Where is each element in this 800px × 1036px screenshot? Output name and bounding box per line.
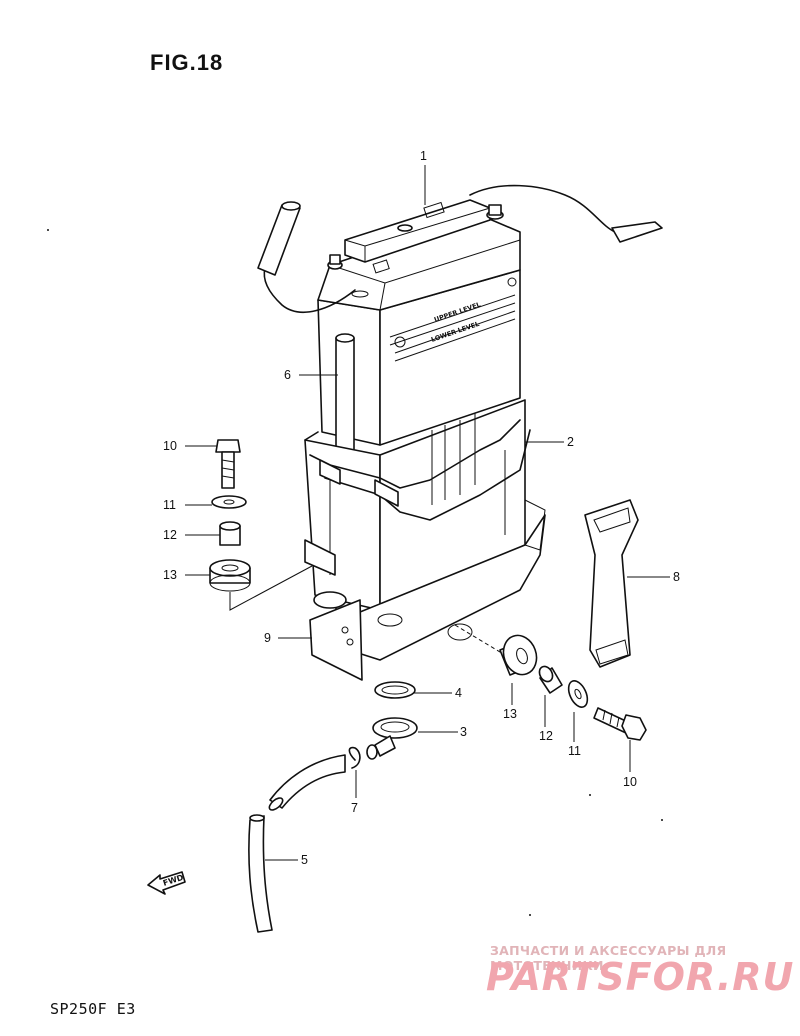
callout-10-right: 10 [623,775,637,789]
callout-8: 8 [673,570,680,584]
battery: UPPER LEVEL LOWER LEVEL [257,184,663,446]
washer-left [211,495,247,509]
callout-6: 6 [284,368,291,382]
callout-5: 5 [301,853,308,867]
callout-1: 1 [420,149,427,163]
callout-10-left: 10 [163,439,177,453]
leader-lines [185,165,670,861]
grommet-left [209,559,251,592]
watermark-logo: PARTSFOR.RU [486,955,795,999]
clamp [374,681,416,699]
assembly-line-left [229,565,313,611]
callout-11-left: 11 [163,498,176,512]
callout-11-right: 11 [568,744,581,758]
collar-right [538,665,563,694]
fwd-arrow: FWD [147,871,186,895]
grommet-right [499,634,538,676]
callout-2: 2 [567,435,574,449]
callout-4: 4 [455,686,462,700]
battery-strap [584,499,639,668]
watermark-tagline: ЗАПЧАСТИ И АКСЕССУАРЫ ДЛЯ МОТОТЕХНИКИ [490,943,727,973]
collar-left [219,521,241,546]
figure-title: FIG.18 [150,50,224,75]
callout-3: 3 [460,725,467,739]
callout-7: 7 [351,801,358,815]
callout-12-left: 12 [163,528,177,542]
washer-right [567,680,589,708]
battery-case [304,399,531,611]
callouts: 1 2 3 4 5 6 7 8 9 10 11 12 13 13 12 11 1… [163,149,680,867]
callout-13-left: 13 [163,568,177,582]
callout-13-right: 13 [503,707,517,721]
callout-12-right: 12 [539,729,553,743]
bolt-right [593,707,647,741]
drain-tube [248,754,346,933]
callout-9: 9 [264,631,271,645]
bolt-left [215,439,241,489]
model-code: SP250F E3 [50,1000,136,1018]
scan-specks [47,229,663,916]
hose-clip [348,746,361,769]
battery-tray [304,499,546,681]
assembly-line-right [454,624,506,656]
drain-cup [366,717,418,760]
